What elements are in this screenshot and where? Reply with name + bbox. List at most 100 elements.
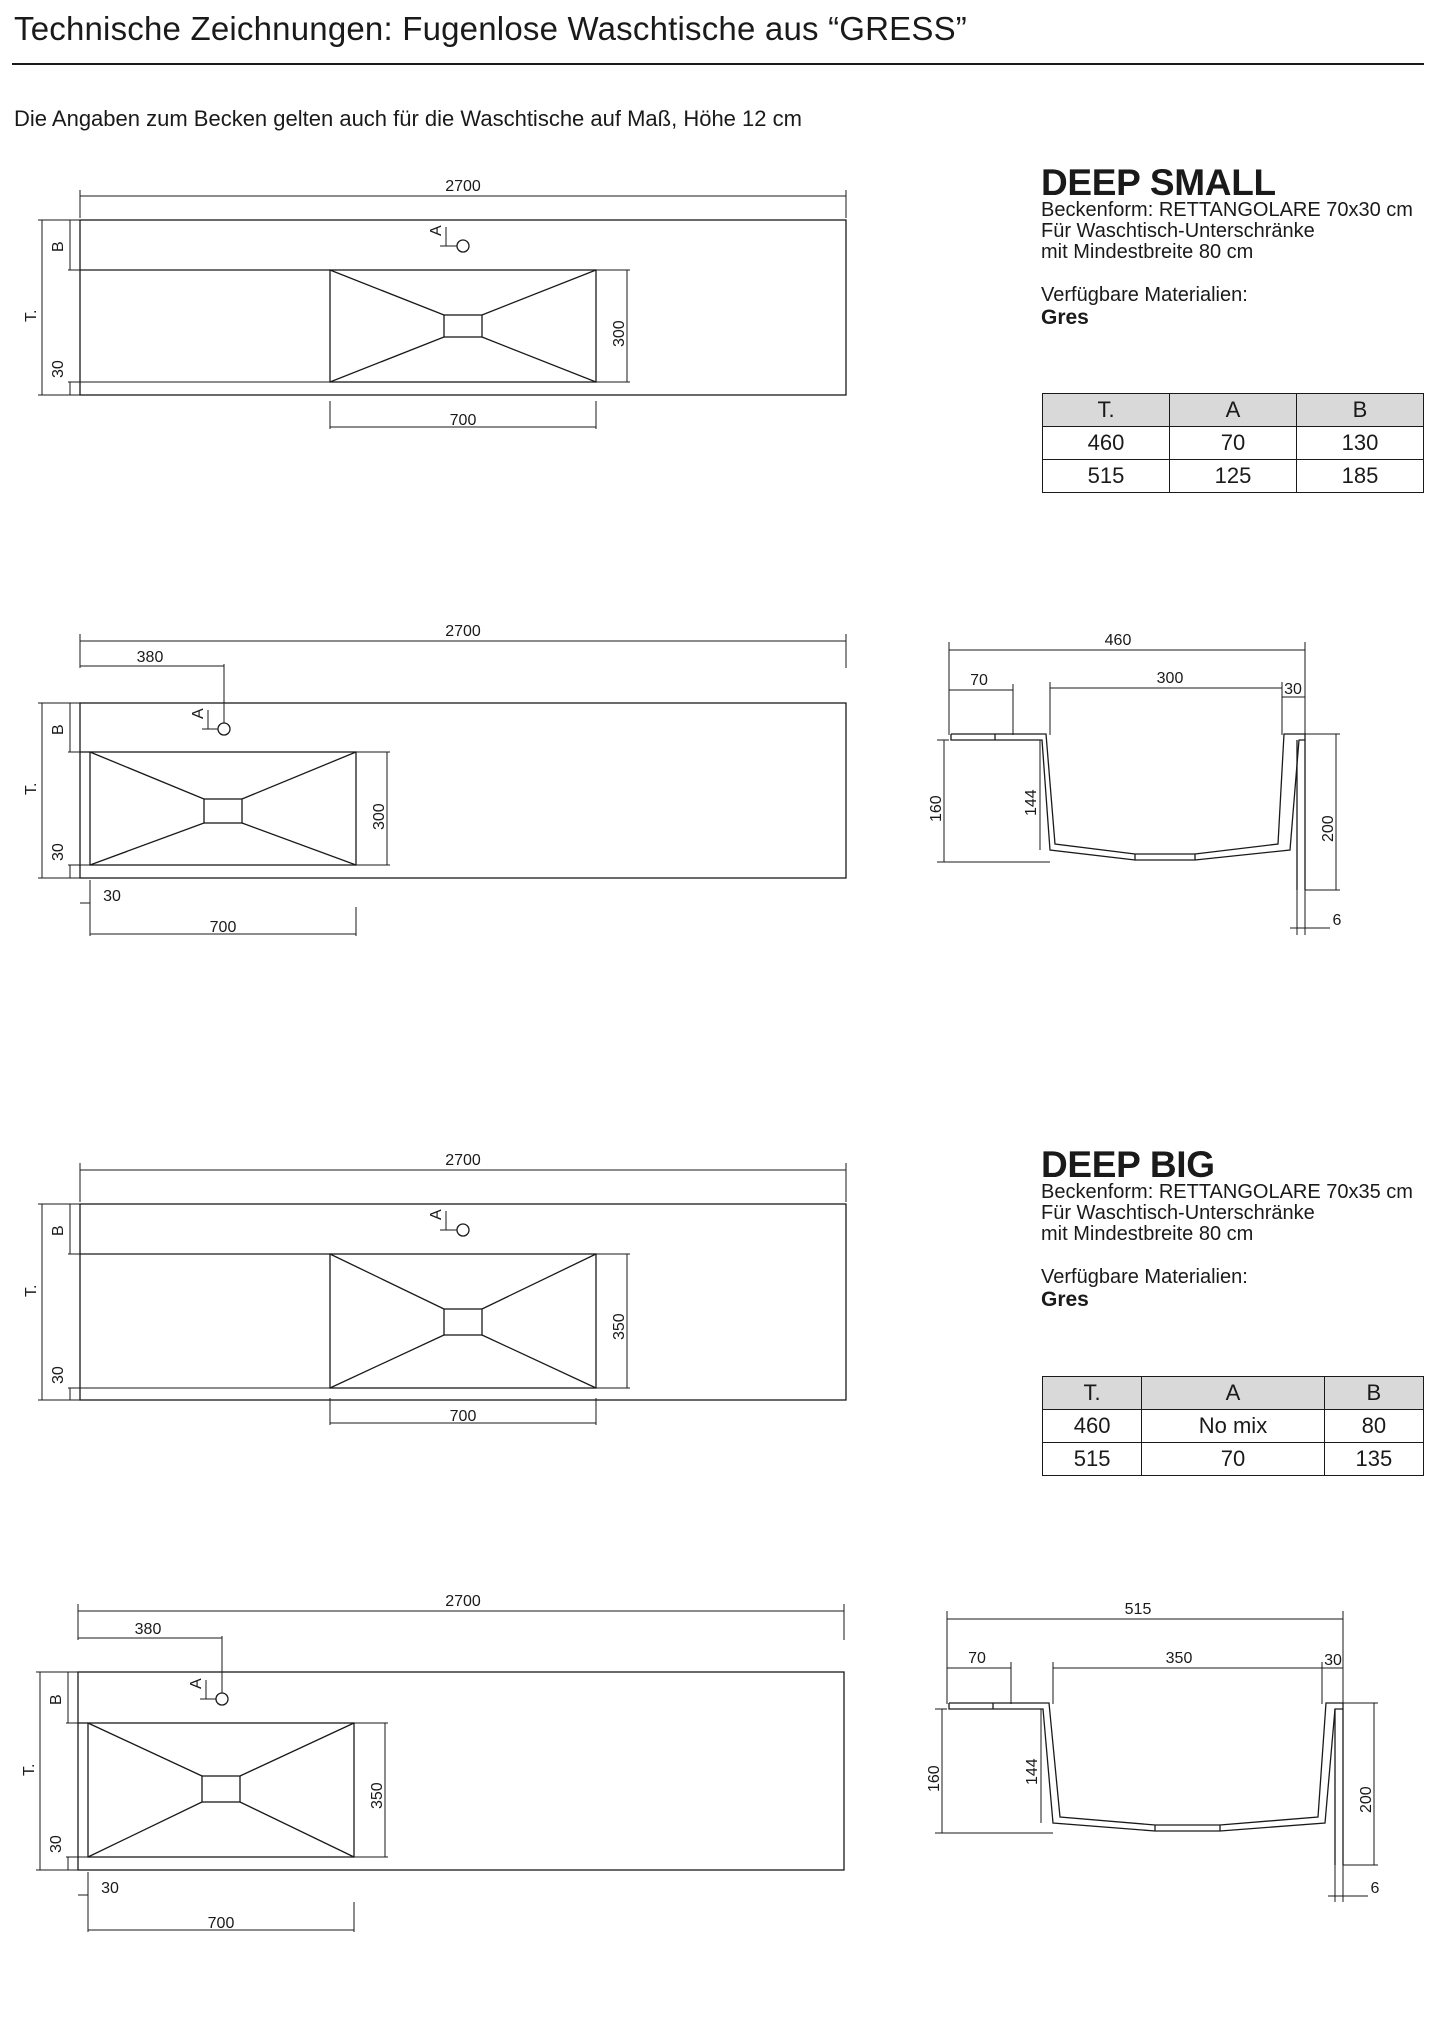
table-cell: 70 xyxy=(1141,1442,1325,1476)
tap-hole-icon xyxy=(456,1223,470,1237)
basin-outline xyxy=(89,751,357,866)
drawing-small-center: A 2700 T. B 30 300 700 xyxy=(23,178,847,429)
drain-icon xyxy=(443,314,483,338)
dim-depth: 460 xyxy=(1105,632,1132,649)
label-b: B xyxy=(48,1694,65,1705)
dim-back-wall: 30 xyxy=(1284,681,1302,698)
table-cell: 515 xyxy=(1042,459,1170,493)
tap-hole-icon xyxy=(217,722,231,736)
basin-shape: Beckenform: RETTANGOLARE 70x30 cm xyxy=(1041,199,1413,221)
intro-text: Die Angaben zum Becken gelten auch für d… xyxy=(14,106,802,131)
basin-shape: Beckenform: RETTANGOLARE 70x35 cm xyxy=(1041,1181,1413,1203)
cabinet-note: Für Waschtisch-Unterschränke xyxy=(1041,1202,1315,1224)
label-t: T. xyxy=(21,1764,38,1776)
dim-basin-depth: 350 xyxy=(611,1313,628,1340)
materials-label: Verfügbare Materialien: xyxy=(1041,1266,1248,1288)
table-cell: 70 xyxy=(1169,426,1297,460)
basin-section-profile xyxy=(948,1702,1344,1832)
drawing-big-center: A 2700 T. B 30 350 700 xyxy=(23,1152,847,1425)
cabinet-note: Für Waschtisch-Unterschränke xyxy=(1041,220,1315,242)
countertop-outline xyxy=(79,1203,847,1401)
dim-basin-depth: 300 xyxy=(611,320,628,347)
table-cell: 135 xyxy=(1323,1442,1425,1476)
dim-width: 2700 xyxy=(445,1152,481,1169)
dim-thickness: 6 xyxy=(1333,912,1342,929)
dim-front-ledge: 70 xyxy=(970,672,988,689)
table-cell: No mix xyxy=(1141,1409,1325,1443)
dim-basin-depth: 300 xyxy=(371,803,388,830)
dim-thickness: 6 xyxy=(1371,1880,1380,1897)
materials-label: Verfügbare Materialien: xyxy=(1041,284,1248,306)
dim-basin-length: 700 xyxy=(208,1915,235,1932)
basin-outline xyxy=(87,1722,355,1858)
countertop-outline xyxy=(77,1671,845,1871)
drawing-small-section: 460 70 300 30 160 144 200 6 xyxy=(928,632,1342,935)
product-name: DEEP BIG xyxy=(1041,1144,1215,1185)
page-title: Technische Zeichnungen: Fugenlose Wascht… xyxy=(14,10,967,47)
dim-height-right: 200 xyxy=(1320,815,1337,842)
deep-big-info: DEEP BIG Beckenform: RETTANGOLARE 70x35 … xyxy=(1041,1144,1441,1312)
basin-outline xyxy=(329,1253,597,1389)
dim-height-right: 200 xyxy=(1358,1786,1375,1813)
dim-width: 2700 xyxy=(445,178,481,195)
dim-width: 2700 xyxy=(445,623,481,640)
table-header-row: T. A B xyxy=(1042,393,1424,427)
dim-inner-width: 350 xyxy=(1166,1650,1193,1667)
dim-basin-length: 700 xyxy=(210,919,237,936)
label-b: B xyxy=(50,724,67,735)
material-value: Gres xyxy=(1041,1288,1089,1311)
dim-height-left: 160 xyxy=(928,795,945,822)
dim-height-inner: 144 xyxy=(1023,789,1040,816)
min-width-note: mit Mindestbreite 80 cm xyxy=(1041,241,1254,263)
deep-big-dimension-table: T. A B 460 No mix 80 515 70 135 xyxy=(1041,1376,1425,1476)
countertop-outline xyxy=(79,702,847,879)
label-b: B xyxy=(50,1225,67,1236)
drain-icon xyxy=(201,1775,241,1803)
dim-basin-length: 700 xyxy=(450,412,477,429)
drain-icon xyxy=(203,798,243,824)
table-row: 515 125 185 xyxy=(1042,459,1424,493)
tap-hole-icon xyxy=(215,1692,229,1706)
dim-depth: 515 xyxy=(1125,1601,1152,1618)
table-cell: 460 xyxy=(1042,426,1170,460)
deep-small-dimension-table: T. A B 460 70 130 515 125 185 xyxy=(1042,393,1424,493)
dim-front: 30 xyxy=(48,1835,65,1853)
table-header: B xyxy=(1323,1376,1425,1410)
material-value: Gres xyxy=(1041,306,1089,329)
dim-height-left: 160 xyxy=(926,1765,943,1792)
dim-front: 30 xyxy=(50,843,67,861)
table-cell: 80 xyxy=(1323,1409,1425,1443)
tap-hole-icon xyxy=(456,239,470,253)
dim-front: 30 xyxy=(50,1366,67,1384)
dim-height-inner: 144 xyxy=(1024,1758,1041,1785)
dim-basin-length: 700 xyxy=(450,1408,477,1425)
table-row: 460 No mix 80 xyxy=(1041,1409,1425,1443)
label-t: T. xyxy=(23,310,40,322)
drain-icon xyxy=(443,1308,483,1336)
table-header-row: T. A B xyxy=(1041,1376,1425,1410)
product-name: DEEP SMALL xyxy=(1041,162,1276,203)
dim-back-wall: 30 xyxy=(1324,1652,1342,1669)
table-cell: 460 xyxy=(1041,1409,1143,1443)
countertop-outline xyxy=(79,219,847,396)
table-cell: 515 xyxy=(1041,1442,1143,1476)
dim-offset: 380 xyxy=(137,649,164,666)
label-a: A xyxy=(428,1209,445,1220)
drawing-big-section: 515 70 350 30 160 144 200 6 xyxy=(926,1601,1380,1902)
label-t: T. xyxy=(23,1285,40,1297)
deep-small-info: DEEP SMALL Beckenform: RETTANGOLARE 70x3… xyxy=(1041,162,1441,330)
label-t: T. xyxy=(23,783,40,795)
dim-inner-width: 300 xyxy=(1157,670,1184,687)
drawing-big-side: A 2700 380 T. B 30 350 30 700 xyxy=(21,1593,845,1932)
dim-front-ledge: 70 xyxy=(968,1650,986,1667)
table-header: B xyxy=(1296,393,1424,427)
label-a: A xyxy=(188,1678,205,1689)
table-header: T. xyxy=(1042,393,1170,427)
table-row: 515 70 135 xyxy=(1041,1442,1425,1476)
min-width-note: mit Mindestbreite 80 cm xyxy=(1041,1223,1254,1245)
dim-basin-depth: 350 xyxy=(369,1782,386,1809)
title-rule xyxy=(12,63,1424,65)
drawing-small-side: A 2700 380 T. B 30 300 30 700 xyxy=(23,623,847,936)
dim-edge-gap: 30 xyxy=(101,1880,119,1897)
basin-section-profile xyxy=(950,733,1306,861)
